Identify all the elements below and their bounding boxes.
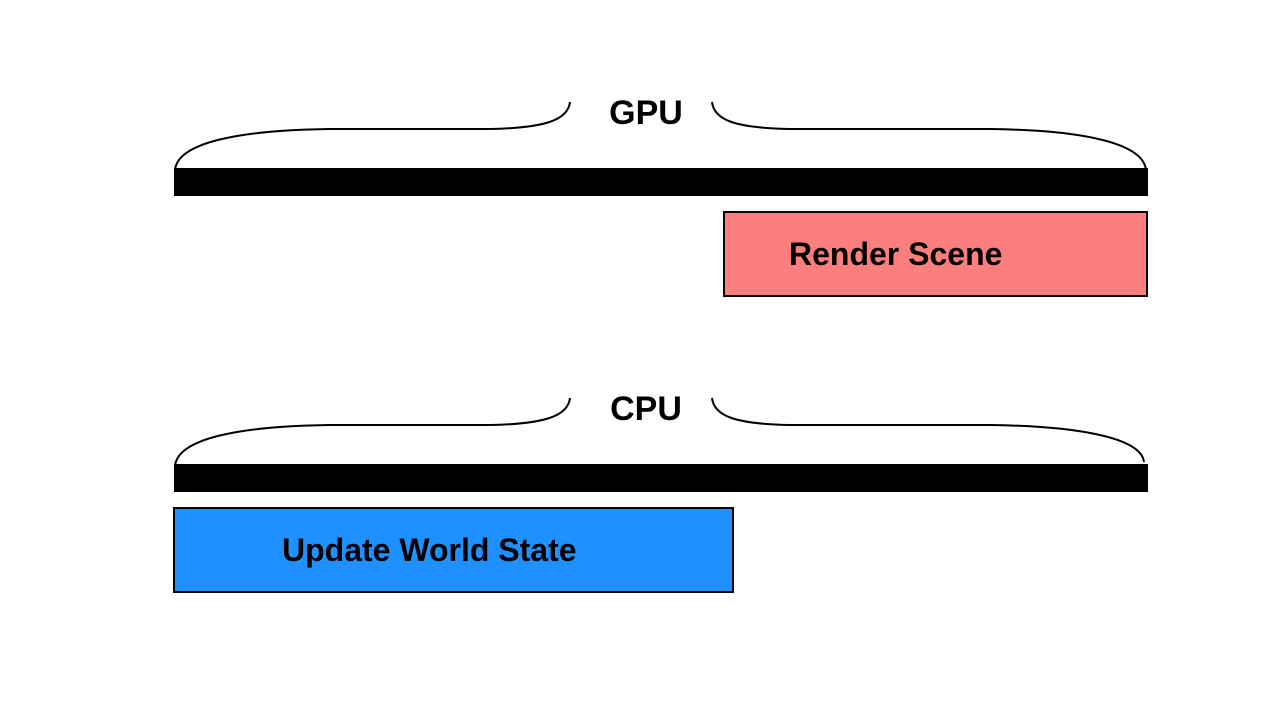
update-world-state-block: Update World State: [173, 507, 734, 593]
gpu-timeline-bar: [174, 168, 1148, 196]
cpu-timeline-bar: [174, 464, 1148, 492]
render-scene-label: Render Scene: [789, 235, 1003, 272]
update-world-state-label: Update World State: [282, 531, 577, 568]
cpu-label: CPU: [610, 390, 682, 428]
gpu-label: GPU: [609, 94, 683, 132]
render-scene-block: Render Scene: [723, 211, 1148, 297]
